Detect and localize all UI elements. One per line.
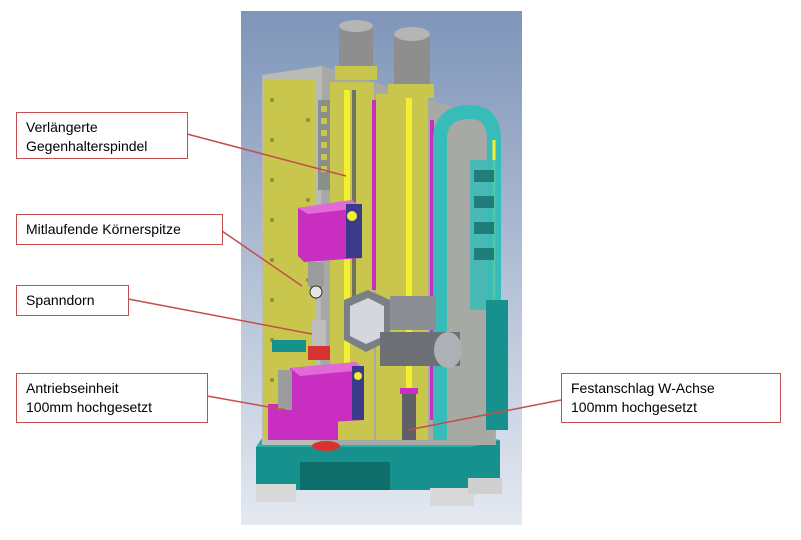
rail-yellow-2 xyxy=(406,96,412,416)
upper-carriage xyxy=(298,200,362,262)
leader-line-1 xyxy=(186,133,347,177)
rail-magenta-2 xyxy=(430,120,434,420)
callout-drive-unit: Antriebseinheit 100mm hochgesetzt xyxy=(16,373,208,423)
callout-clamping-mandrel: Spanndorn xyxy=(16,285,129,316)
callout-fixed-stop-w-axis: Festanschlag W-Achse 100mm hochgesetzt xyxy=(561,373,781,423)
motor-left xyxy=(335,20,377,80)
leader-line-5 xyxy=(407,399,562,431)
lower-carriage xyxy=(268,362,364,451)
callout-live-centre: Mitlaufende Körnerspitze xyxy=(16,214,223,245)
cable-chain xyxy=(433,104,501,440)
fixed-stop xyxy=(402,390,416,440)
leader-line-4 xyxy=(206,395,287,411)
leader-line-3 xyxy=(127,298,313,335)
callout-extended-tailstock-spindle: Verlängerte Gegenhalterspindel xyxy=(16,112,188,159)
column-right xyxy=(376,94,428,440)
motor-right xyxy=(388,27,434,98)
rotary-head xyxy=(344,290,462,368)
rail-magenta-1 xyxy=(372,100,376,290)
leader-lines xyxy=(127,133,562,431)
leader-line-2 xyxy=(221,230,303,287)
machine-model xyxy=(256,20,508,506)
